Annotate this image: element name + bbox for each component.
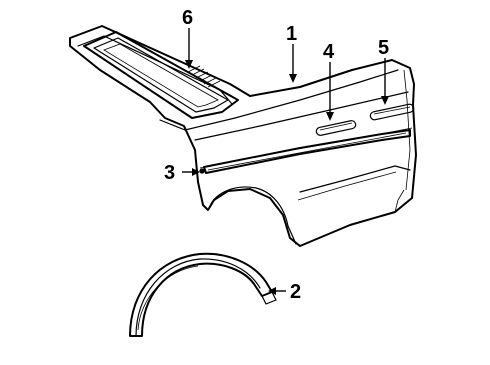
body-side-molding-lower bbox=[199, 129, 411, 174]
belt-molding-rear bbox=[369, 103, 415, 121]
quarter-panel bbox=[69, 25, 417, 247]
callout-2: 2 bbox=[290, 281, 301, 303]
molding-clip bbox=[199, 168, 205, 174]
callout-4: 4 bbox=[323, 41, 335, 63]
callout-leaders bbox=[182, 28, 389, 295]
vent-louvers bbox=[187, 65, 221, 88]
callout-5: 5 bbox=[378, 37, 389, 59]
callout-6: 6 bbox=[182, 7, 193, 29]
callout-3: 3 bbox=[164, 162, 175, 184]
callout-labels: 1 2 3 4 5 6 bbox=[164, 7, 389, 303]
callout-1: 1 bbox=[286, 23, 297, 45]
quarter-window-molding bbox=[83, 31, 239, 119]
wheel-arch-molding bbox=[129, 252, 277, 337]
belt-molding-front bbox=[315, 120, 357, 136]
